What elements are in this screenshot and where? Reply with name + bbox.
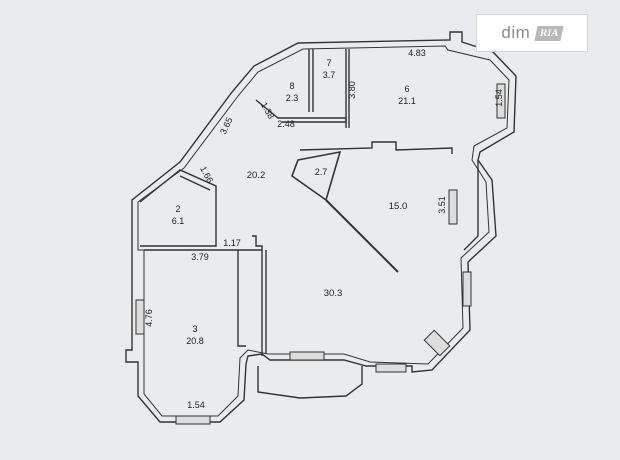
watermark-text: dim: [501, 23, 531, 42]
window-marker: [462, 271, 472, 307]
watermark-badge: RIA: [534, 25, 565, 41]
wall-room6-left: [345, 49, 350, 128]
dimension-label: 4.76: [144, 309, 154, 327]
area-label: 20.2: [247, 170, 266, 181]
wall-room8-bottom: [255, 99, 347, 123]
room-area: 6.1: [172, 216, 185, 226]
wall-room3-right: [261, 250, 267, 356]
bay-right: [463, 160, 479, 251]
wall-upper-bottom: [299, 141, 453, 154]
outer-wall: [125, 31, 517, 423]
room-area: 21.1: [398, 96, 416, 106]
room-area: 3.7: [323, 70, 336, 80]
room-number: 6: [404, 84, 409, 94]
dimension-label: 3.79: [191, 252, 209, 262]
window-marker: [448, 189, 458, 225]
dimension-label: 1.54: [187, 400, 205, 410]
room-area: 20.8: [186, 336, 204, 346]
outer-wall-inner: [137, 45, 510, 417]
dimension-label: 1.66: [198, 165, 215, 185]
area-label: 15.0: [389, 201, 408, 212]
window-marker: [135, 299, 145, 335]
room-number: 3: [192, 324, 197, 334]
dimension-label: 2.48: [277, 119, 295, 129]
dimension-label: 1.54: [494, 89, 504, 107]
diagonal-partition: [325, 199, 399, 273]
dimension-label: 1.17: [223, 238, 241, 248]
room-number: 8: [289, 81, 294, 91]
area-label: 2.7: [315, 167, 328, 177]
dimension-label: 4.83: [408, 48, 426, 58]
room-area: 2.3: [286, 93, 299, 103]
area-label: 30.3: [324, 288, 343, 299]
balcony-bottom: [257, 366, 363, 399]
watermark-logo: dim RIA: [476, 14, 588, 52]
wall-room3-door: [237, 250, 246, 347]
dimension-label: 3.80: [347, 81, 357, 99]
dimension-label: 3.51: [437, 196, 447, 214]
window-marker: [423, 329, 451, 357]
window-marker: [375, 363, 407, 373]
room-number: 2: [175, 204, 180, 214]
window-marker: [496, 83, 506, 119]
wall-room2-inner: [179, 175, 211, 191]
wall-room7-left: [308, 49, 314, 112]
wall-room2: [139, 169, 217, 247]
dimension-label: 1.38: [259, 100, 276, 120]
wall-room3-top: [144, 235, 263, 251]
window-marker: [175, 415, 211, 425]
room-number: 7: [326, 58, 331, 68]
window-marker: [289, 351, 325, 361]
